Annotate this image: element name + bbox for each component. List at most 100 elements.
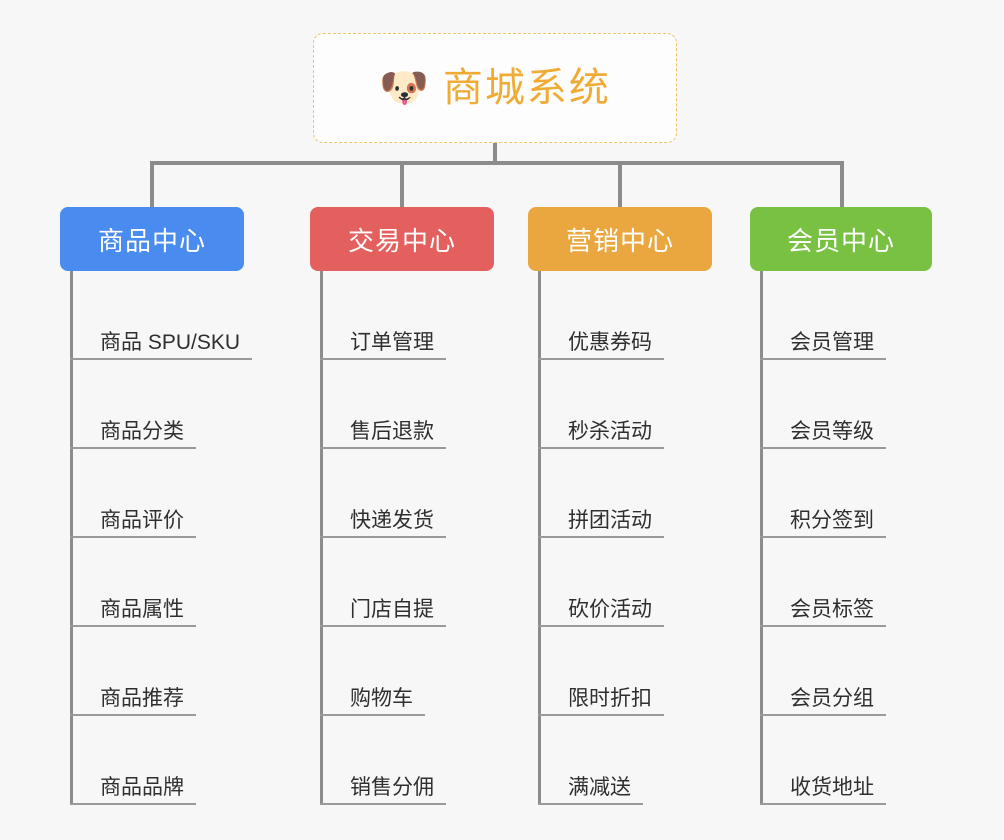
branch-header-label: 商品中心 [97, 225, 206, 256]
list-item[interactable]: 商品分类 [70, 360, 244, 449]
branch-leaf-list-trade: 订单管理 售后退款 快递发货 门店自提 购物车 销售分佣 [320, 271, 494, 805]
list-item[interactable]: 会员管理 [760, 271, 932, 360]
leaf-label: 会员等级 [790, 419, 874, 443]
leaf-spine [760, 271, 763, 805]
leaf-label: 商品 SPU/SKU [100, 330, 241, 354]
list-item[interactable]: 秒杀活动 [538, 360, 712, 449]
leaf-underline [538, 625, 664, 627]
leaf-label: 会员标签 [790, 597, 874, 621]
leaf-underline [760, 714, 886, 716]
leaf-underline [760, 536, 886, 538]
branch-header-member[interactable]: 会员中心 [750, 207, 932, 271]
leaf-label: 售后退款 [350, 419, 434, 443]
leaf-underline [538, 536, 664, 538]
list-item[interactable]: 商品 SPU/SKU [70, 271, 252, 360]
list-item[interactable]: 商品评价 [70, 449, 244, 538]
leaf-underline [538, 358, 664, 360]
connector-root-stem [493, 143, 497, 165]
branch-header-label: 营销中心 [565, 225, 674, 256]
leaf-underline [760, 803, 886, 805]
branch-header-trade[interactable]: 交易中心 [310, 207, 494, 271]
list-item[interactable]: 售后退款 [320, 360, 494, 449]
branch-leaf-list-product: 商品 SPU/SKU 商品分类 商品评价 商品属性 商品推荐 商品品牌 [70, 271, 252, 805]
leaf-underline [320, 447, 446, 449]
connector-drop-branch-1 [150, 161, 154, 207]
list-item[interactable]: 会员分组 [760, 627, 932, 716]
branch-header-marketing[interactable]: 营销中心 [528, 207, 712, 271]
leaf-label: 商品推荐 [100, 686, 184, 710]
leaf-underline [70, 447, 196, 449]
root-node-title: 商城系统 [442, 66, 611, 110]
leaf-underline [760, 447, 886, 449]
leaf-label: 秒杀活动 [568, 419, 652, 443]
list-item[interactable]: 订单管理 [320, 271, 494, 360]
leaf-underline [538, 803, 643, 805]
list-item[interactable]: 商品推荐 [70, 627, 244, 716]
list-item[interactable]: 收货地址 [760, 716, 932, 805]
branch-leaf-list-member: 会员管理 会员等级 积分签到 会员标签 会员分组 收货地址 [760, 271, 932, 805]
leaf-underline [760, 625, 886, 627]
leaf-underline [70, 536, 196, 538]
leaf-spine [538, 271, 541, 805]
leaf-label: 会员分组 [790, 686, 874, 710]
list-item[interactable]: 砍价活动 [538, 538, 712, 627]
branch-header-product[interactable]: 商品中心 [60, 207, 244, 271]
leaf-label: 商品品牌 [100, 775, 184, 799]
leaf-label: 订单管理 [350, 330, 434, 354]
connector-drop-branch-3 [618, 161, 622, 207]
leaf-label: 砍价活动 [568, 597, 652, 621]
leaf-label: 商品评价 [100, 508, 184, 532]
leaf-underline [538, 714, 664, 716]
list-item[interactable]: 满减送 [538, 716, 712, 805]
leaf-underline [70, 358, 252, 360]
leaf-underline [320, 714, 425, 716]
branch-header-label: 会员中心 [786, 225, 895, 256]
leaf-spine [70, 271, 73, 805]
list-item[interactable]: 积分签到 [760, 449, 932, 538]
branch-leaf-list-marketing: 优惠券码 秒杀活动 拼团活动 砍价活动 限时折扣 满减送 [538, 271, 712, 805]
list-item[interactable]: 拼团活动 [538, 449, 712, 538]
shiba-dog-face-icon: 🐶 [379, 66, 429, 110]
leaf-spine [320, 271, 323, 805]
branch-column-member: 会员中心 会员管理 会员等级 积分签到 会员标签 会员分组 [750, 207, 932, 805]
leaf-underline [320, 803, 446, 805]
leaf-underline [70, 714, 196, 716]
leaf-underline [320, 358, 446, 360]
list-item[interactable]: 商品属性 [70, 538, 244, 627]
connector-drop-branch-4 [840, 161, 844, 207]
branch-column-product: 商品中心 商品 SPU/SKU 商品分类 商品评价 商品属性 商品推荐 [60, 207, 252, 805]
list-item[interactable]: 快递发货 [320, 449, 494, 538]
connector-drop-branch-2 [400, 161, 404, 207]
connector-horizontal-bus [150, 161, 840, 165]
leaf-label: 收货地址 [790, 775, 874, 799]
leaf-label: 商品分类 [100, 419, 184, 443]
leaf-label: 销售分佣 [350, 775, 434, 799]
leaf-label: 优惠券码 [568, 330, 652, 354]
leaf-underline [70, 803, 196, 805]
leaf-label: 快递发货 [350, 508, 434, 532]
list-item[interactable]: 会员等级 [760, 360, 932, 449]
list-item[interactable]: 门店自提 [320, 538, 494, 627]
list-item[interactable]: 限时折扣 [538, 627, 712, 716]
leaf-label: 限时折扣 [568, 686, 652, 710]
branch-column-trade: 交易中心 订单管理 售后退款 快递发货 门店自提 购物车 [310, 207, 494, 805]
list-item[interactable]: 销售分佣 [320, 716, 494, 805]
leaf-label: 商品属性 [100, 597, 184, 621]
leaf-label: 门店自提 [350, 597, 434, 621]
branch-column-marketing: 营销中心 优惠券码 秒杀活动 拼团活动 砍价活动 限时折扣 [528, 207, 712, 805]
list-item[interactable]: 会员标签 [760, 538, 932, 627]
leaf-underline [760, 358, 886, 360]
root-node[interactable]: 🐶 商城系统 [313, 33, 677, 143]
list-item[interactable]: 购物车 [320, 627, 494, 716]
leaf-label: 积分签到 [790, 508, 874, 532]
leaf-underline [70, 625, 196, 627]
leaf-label: 拼团活动 [568, 508, 652, 532]
leaf-underline [320, 625, 446, 627]
leaf-label: 会员管理 [790, 330, 874, 354]
branch-header-label: 交易中心 [347, 225, 456, 256]
leaf-label: 满减送 [568, 775, 631, 799]
list-item[interactable]: 优惠券码 [538, 271, 712, 360]
list-item[interactable]: 商品品牌 [70, 716, 244, 805]
leaf-underline [320, 536, 446, 538]
